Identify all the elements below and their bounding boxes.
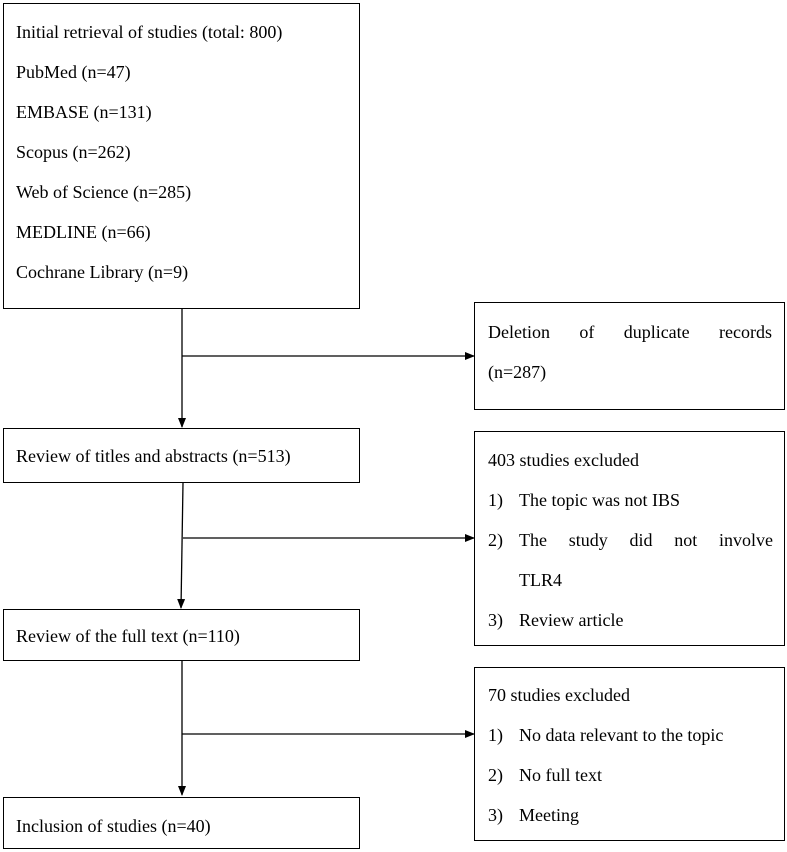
fulltext-box: Review of the full text (n=110) xyxy=(3,609,360,661)
excluded1-item-2-text-1: The study did not involve xyxy=(519,530,773,550)
source-web-of-science: Web of Science (n=285) xyxy=(16,182,192,202)
arrow-screening-to-fulltext xyxy=(177,482,186,609)
retrieval-box: Initial retrieval of studies (total: 800… xyxy=(3,3,360,309)
included-box: Inclusion of studies (n=40) xyxy=(3,797,360,849)
excluded2-item-3-text: Meeting xyxy=(519,805,579,825)
excluded1-item-1-num: 1) xyxy=(488,490,503,510)
excluded-box-2: 70 studies excluded 1) No data relevant … xyxy=(474,667,785,841)
excluded2-item-1-text: No data relevant to the topic xyxy=(519,725,724,745)
excluded2-item-3-num: 3) xyxy=(488,805,503,825)
screening-text: Review of titles and abstracts (n=513) xyxy=(16,446,291,466)
excluded1-item-2-num: 2) xyxy=(488,530,503,550)
excluded1-item-1-text: The topic was not IBS xyxy=(519,490,680,510)
duplicates-line-1: Deletion of duplicate records xyxy=(488,322,772,342)
included-text: Inclusion of studies (n=40) xyxy=(16,816,211,836)
excluded2-item-1-num: 1) xyxy=(488,725,503,745)
source-pubmed: PubMed (n=47) xyxy=(16,62,131,82)
screening-box: Review of titles and abstracts (n=513) xyxy=(3,428,360,483)
excluded2-title: 70 studies excluded xyxy=(488,685,630,705)
excluded2-item-2-text: No full text xyxy=(519,765,602,785)
source-cochrane: Cochrane Library (n=9) xyxy=(16,262,189,282)
duplicates-line-2: (n=287) xyxy=(488,362,547,382)
duplicates-box: Deletion of duplicate records (n=287) xyxy=(474,302,785,410)
excluded1-item-3-text: Review article xyxy=(519,610,624,630)
source-embase: EMBASE (n=131) xyxy=(16,102,152,122)
excluded1-title: 403 studies excluded xyxy=(488,450,639,470)
excluded2-item-2-num: 2) xyxy=(488,765,503,785)
retrieval-title: Initial retrieval of studies (total: 800… xyxy=(16,22,283,42)
excluded-box-1: 403 studies excluded 1) The topic was no… xyxy=(474,431,785,646)
fulltext-text: Review of the full text (n=110) xyxy=(16,626,240,646)
source-medline: MEDLINE (n=66) xyxy=(16,222,151,242)
source-scopus: Scopus (n=262) xyxy=(16,142,131,162)
excluded1-item-3-num: 3) xyxy=(488,610,503,630)
excluded1-item-2-text-2: TLR4 xyxy=(519,570,562,590)
